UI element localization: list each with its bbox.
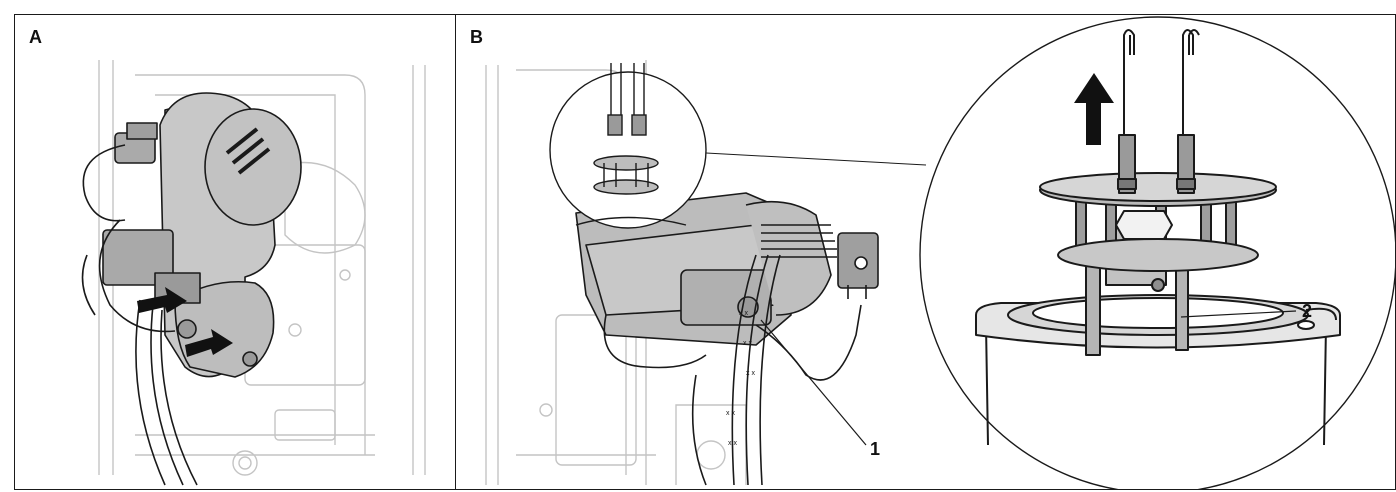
callout-1: 1 xyxy=(870,439,881,459)
small-inset-circle xyxy=(549,63,707,229)
magnified-electrode-detail xyxy=(919,16,1395,489)
panel-b: B xyxy=(456,14,1396,490)
callout-2: 2 xyxy=(1302,301,1313,321)
arrow-right-lower xyxy=(185,329,233,357)
cables xyxy=(81,144,198,486)
cables xyxy=(603,254,862,486)
svg-text:x x: x x xyxy=(726,410,735,417)
panel-a-illustration xyxy=(81,60,426,486)
burner-assembly xyxy=(575,192,879,346)
panel-a-label: A xyxy=(29,27,42,47)
svg-text:x x: x x xyxy=(728,440,737,447)
svg-text:x x: x x xyxy=(739,310,748,317)
arrow-right-upper xyxy=(137,287,187,313)
panel-b-illustration: x x x x x x x x x x xyxy=(485,16,1395,489)
panel-b-label: B xyxy=(470,27,483,47)
callout-line-2 xyxy=(1180,310,1297,318)
svg-text:x x: x x xyxy=(746,370,755,377)
callout-line-1 xyxy=(760,319,867,446)
svg-text:x x: x x xyxy=(743,340,752,347)
magnify-connector-line xyxy=(705,152,927,166)
burner-fan-assembly xyxy=(102,92,302,378)
panel-a: A xyxy=(14,14,456,490)
removal-arrows xyxy=(137,287,233,357)
cable-markings: x x x x x x x x x x xyxy=(726,310,755,447)
pull-up-arrow xyxy=(1074,73,1114,145)
